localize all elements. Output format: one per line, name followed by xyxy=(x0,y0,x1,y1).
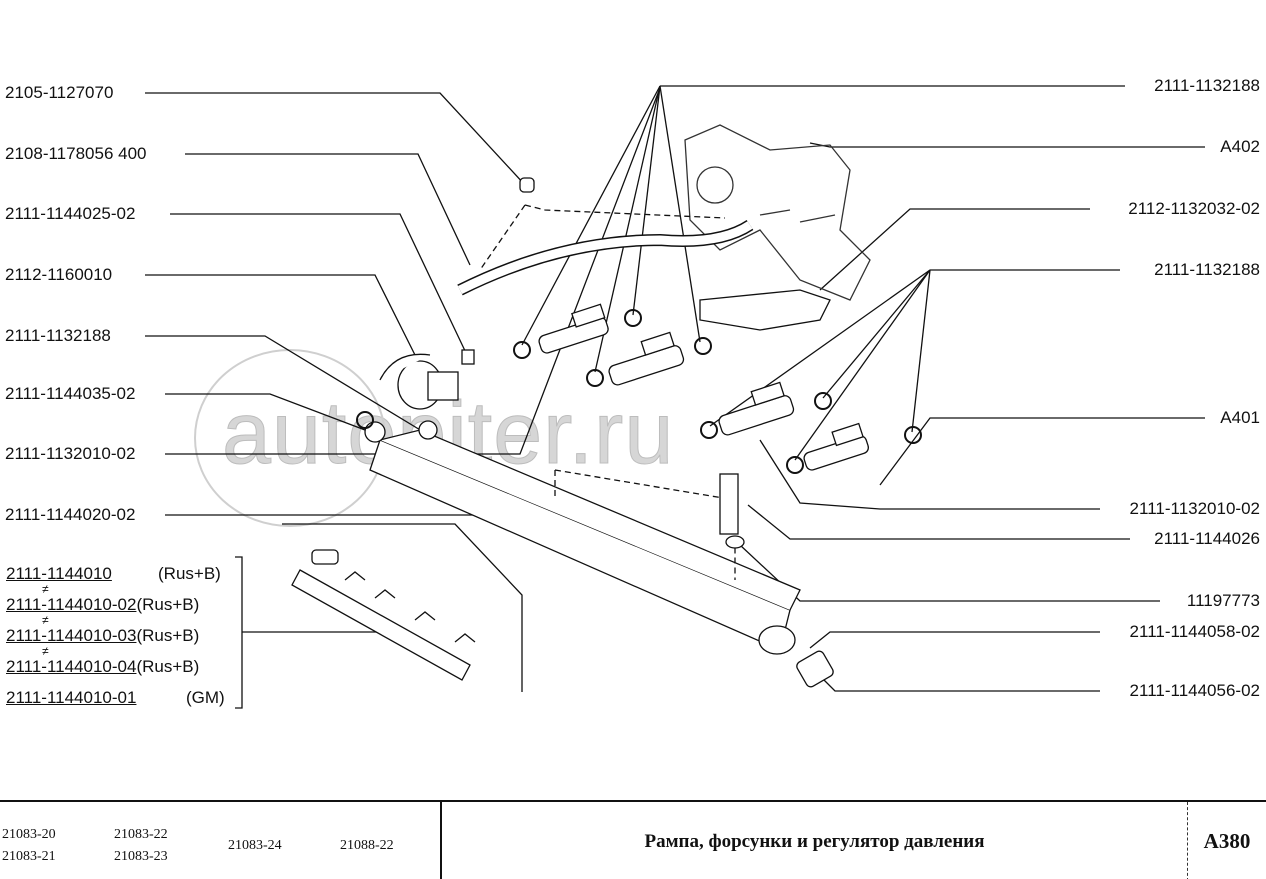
callout-2112-1132032-02: 2112-1132032-02 xyxy=(1128,199,1260,218)
diagram-title: Рампа, форсунки и регулятор давления xyxy=(440,802,1188,879)
assembly-variant: 2111-1144010 (Rus+B) xyxy=(6,565,221,583)
callout-2111-1132010-02-right: 2111-1132010-02 xyxy=(1129,499,1260,518)
bolt xyxy=(719,473,745,549)
o-rings xyxy=(356,309,922,474)
callout-2111-1144025-02: 2111-1144025-02 xyxy=(5,204,136,223)
variant-spec: (Rus+B) xyxy=(136,626,200,645)
hose-cap xyxy=(519,177,535,193)
assembly-variant: 2111-1144010-03(Rus+B) xyxy=(6,627,199,645)
model-code: 21088-22 xyxy=(340,838,394,853)
assembly-variant: 2111-1144010-01 (GM) xyxy=(6,689,225,707)
diagram-code: A380 xyxy=(1203,829,1251,853)
fuel-rail xyxy=(364,420,801,655)
vacuum-hose xyxy=(457,219,754,296)
variant-mark: ≠ xyxy=(42,582,49,596)
callout-2111-1132188-lower: 2111-1132188 xyxy=(1154,260,1260,279)
rail-cap xyxy=(796,650,834,688)
callout-2111-1144035-02: 2111-1144035-02 xyxy=(5,384,136,403)
callout-2108-1178056: 2108-1178056 400 xyxy=(5,144,147,163)
variant-spec: (Rus+B) xyxy=(136,595,200,614)
variant-spec: (Rus+B) xyxy=(158,564,221,583)
watermark-logo xyxy=(194,349,386,527)
variant-code: 2111-1144010-02 xyxy=(6,595,137,614)
rail-assembly-thumbnail xyxy=(291,549,476,681)
variant-code: 2111-1144010-04 xyxy=(6,657,137,676)
variant-spec: (GM) xyxy=(186,688,225,707)
callout-2111-1144058-02: 2111-1144058-02 xyxy=(1129,622,1260,641)
variant-code: 2111-1144010 xyxy=(6,564,112,583)
variant-mark: ≠ xyxy=(42,644,49,658)
callout-a402: A402 xyxy=(1220,137,1260,156)
model-code: 21083-24 xyxy=(228,838,282,853)
callout-2105-1127070: 2105-1127070 xyxy=(5,83,114,102)
model-code: 21083-21 xyxy=(2,849,56,864)
model-code: 21083-22 xyxy=(114,827,168,842)
assembly-variant: 2111-1144010-02(Rus+B) xyxy=(6,596,199,614)
injectors xyxy=(538,303,869,471)
callout-2111-1132188-top: 2111-1132188 xyxy=(1154,76,1260,95)
model-code: 21083-23 xyxy=(114,849,168,864)
variant-spec: (Rus+B) xyxy=(136,657,200,676)
callout-2111-1132010-02: 2111-1132010-02 xyxy=(5,444,136,463)
pressure-regulator xyxy=(379,349,475,410)
callout-11197773: 11197773 xyxy=(1186,591,1260,610)
callout-2111-1144020-02: 2111-1144020-02 xyxy=(5,505,136,524)
exploded-view-drawing xyxy=(145,85,1205,709)
title-block: 21083-20 21083-21 21083-22 21083-23 2108… xyxy=(0,800,1266,879)
injector-bracket xyxy=(699,289,831,331)
callout-2112-1160010: 2112-1160010 xyxy=(5,265,113,284)
intake-manifold-outline xyxy=(684,124,871,301)
variant-code: 2111-1144010-03 xyxy=(6,626,137,645)
variant-mark: ≠ xyxy=(42,613,49,627)
callout-2111-1132188: 2111-1132188 xyxy=(5,326,111,345)
callout-2111-1144056-02: 2111-1144056-02 xyxy=(1129,681,1260,700)
leader-lines-right xyxy=(235,85,1205,709)
callout-a401: A401 xyxy=(1220,408,1260,427)
assembly-variant: 2111-1144010-04(Rus+B) xyxy=(6,658,199,676)
leader-lines-left xyxy=(145,87,661,692)
model-code: 21083-20 xyxy=(2,827,56,842)
callout-2111-1144026: 2111-1144026 xyxy=(1154,529,1260,548)
variant-code: 2111-1144010-01 xyxy=(6,688,137,707)
